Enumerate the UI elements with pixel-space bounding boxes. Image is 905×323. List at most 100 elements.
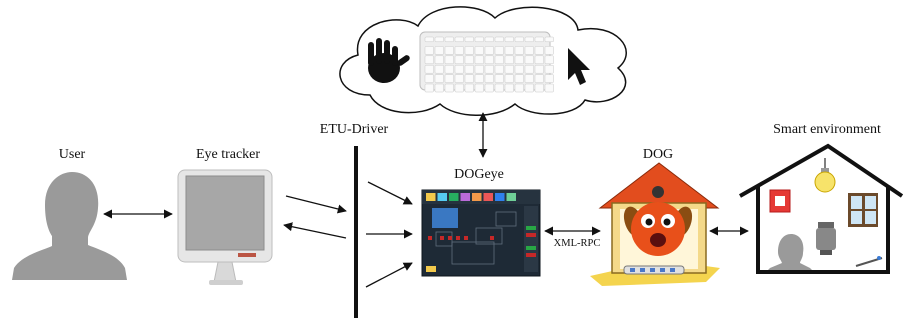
keyboard-key (544, 74, 554, 83)
keyboard-key (424, 74, 434, 83)
dog-gateway-icon (590, 162, 720, 286)
keyboard-key (454, 55, 464, 65)
keyboard-key (504, 46, 514, 55)
etu-dogeye-arrow-3 (365, 262, 413, 288)
keyboard-key (464, 83, 474, 93)
etu-dogeye-arrow-1 (367, 181, 413, 205)
keyboard-key (444, 83, 454, 93)
keyboard-key (434, 36, 444, 43)
keyboard-key (484, 64, 494, 74)
keyboard-key (544, 55, 554, 65)
keyboard-key (544, 83, 554, 93)
keyboard-key (494, 83, 504, 93)
keyboard-key (454, 83, 464, 93)
dogeye-tab (472, 193, 482, 201)
keyboard-key (434, 83, 444, 93)
keyboard-key (454, 74, 464, 83)
input-cloud (339, 6, 627, 116)
keyboard-key (534, 83, 544, 93)
keyboard-key (474, 74, 484, 83)
keyboard-key (464, 55, 474, 65)
keyboard-key (544, 64, 554, 74)
keyboard-key (494, 64, 504, 74)
keyboard-key (534, 74, 544, 83)
smart-home-icon (739, 143, 904, 274)
keyboard-key (484, 74, 494, 83)
keyboard-key (444, 46, 454, 55)
keyboard-key (494, 74, 504, 83)
keyboard-key (484, 83, 494, 93)
keyboard-key (424, 83, 434, 93)
mouse-cursor-icon (568, 48, 590, 85)
keyboard-key (464, 74, 474, 83)
keyboard-key (544, 36, 554, 43)
keyboard-key (504, 83, 514, 93)
dogeye-screenshot-icon (421, 189, 541, 277)
keyboard-key (464, 46, 474, 55)
keyboard-key (444, 74, 454, 83)
keyboard-key (514, 46, 524, 55)
keyboard-key (514, 36, 524, 43)
keyboard-key (474, 36, 484, 43)
eye-tracker-label: Eye tracker (196, 147, 260, 162)
keyboard-key (544, 46, 554, 55)
keyboard-key (424, 55, 434, 65)
keyboard-key (444, 64, 454, 74)
smart-environment-label: Smart environment (773, 122, 881, 137)
keyboard-key (454, 64, 464, 74)
keyboard-key (524, 74, 534, 83)
keyboard-key (444, 36, 454, 43)
keyboard-key (524, 83, 534, 93)
hand-icon (368, 38, 410, 83)
dogeye-tab (437, 193, 447, 201)
keyboard-key (444, 55, 454, 65)
keyboard-key (504, 36, 514, 43)
keyboard-key (524, 64, 534, 74)
etu-to-tracker-arrow (283, 222, 347, 239)
keyboard-key (434, 64, 444, 74)
keyboard-key (514, 83, 524, 93)
keyboard-key (434, 46, 444, 55)
keyboard-key (514, 64, 524, 74)
keyboard-key (474, 46, 484, 55)
dogeye-tab (495, 193, 505, 201)
keyboard-key (504, 74, 514, 83)
keyboard-key (464, 36, 474, 43)
user-silhouette-icon (12, 172, 127, 280)
keyboard-key (454, 36, 464, 43)
dogeye-label: DOGeye (454, 167, 504, 182)
keyboard-key (524, 46, 534, 55)
dogeye-tab (483, 193, 493, 201)
keyboard-key (474, 83, 484, 93)
xml-rpc-label: XML-RPC (554, 238, 601, 249)
keyboard-key (484, 55, 494, 65)
keyboard-key (494, 46, 504, 55)
keyboard-key (524, 36, 534, 43)
keyboard-key (514, 74, 524, 83)
user-label: User (59, 147, 86, 162)
keyboard-key (504, 64, 514, 74)
etu-driver-label: ETU-Driver (320, 122, 389, 137)
keyboard-key (434, 55, 444, 65)
keyboard-key (494, 55, 504, 65)
keyboard-key (534, 64, 544, 74)
keyboard-key (534, 36, 544, 43)
eye-tracker-monitor-icon (177, 169, 273, 285)
keyboard-icon (419, 31, 554, 93)
tracker-to-etu-arrow (285, 195, 347, 214)
keyboard-key (474, 55, 484, 65)
keyboard-key (464, 64, 474, 74)
dogeye-tab (426, 193, 436, 201)
keyboard-key (454, 46, 464, 55)
keyboard-key (494, 36, 504, 43)
keyboard-key (484, 46, 494, 55)
keyboard-key (484, 36, 494, 43)
etu-driver-bar (354, 146, 358, 318)
dogeye-tab (460, 193, 470, 201)
keyboard-key (424, 46, 434, 55)
dogeye-tab (449, 193, 459, 201)
keyboard-key (514, 55, 524, 65)
keyboard-key (534, 46, 544, 55)
keyboard-key (424, 64, 434, 74)
